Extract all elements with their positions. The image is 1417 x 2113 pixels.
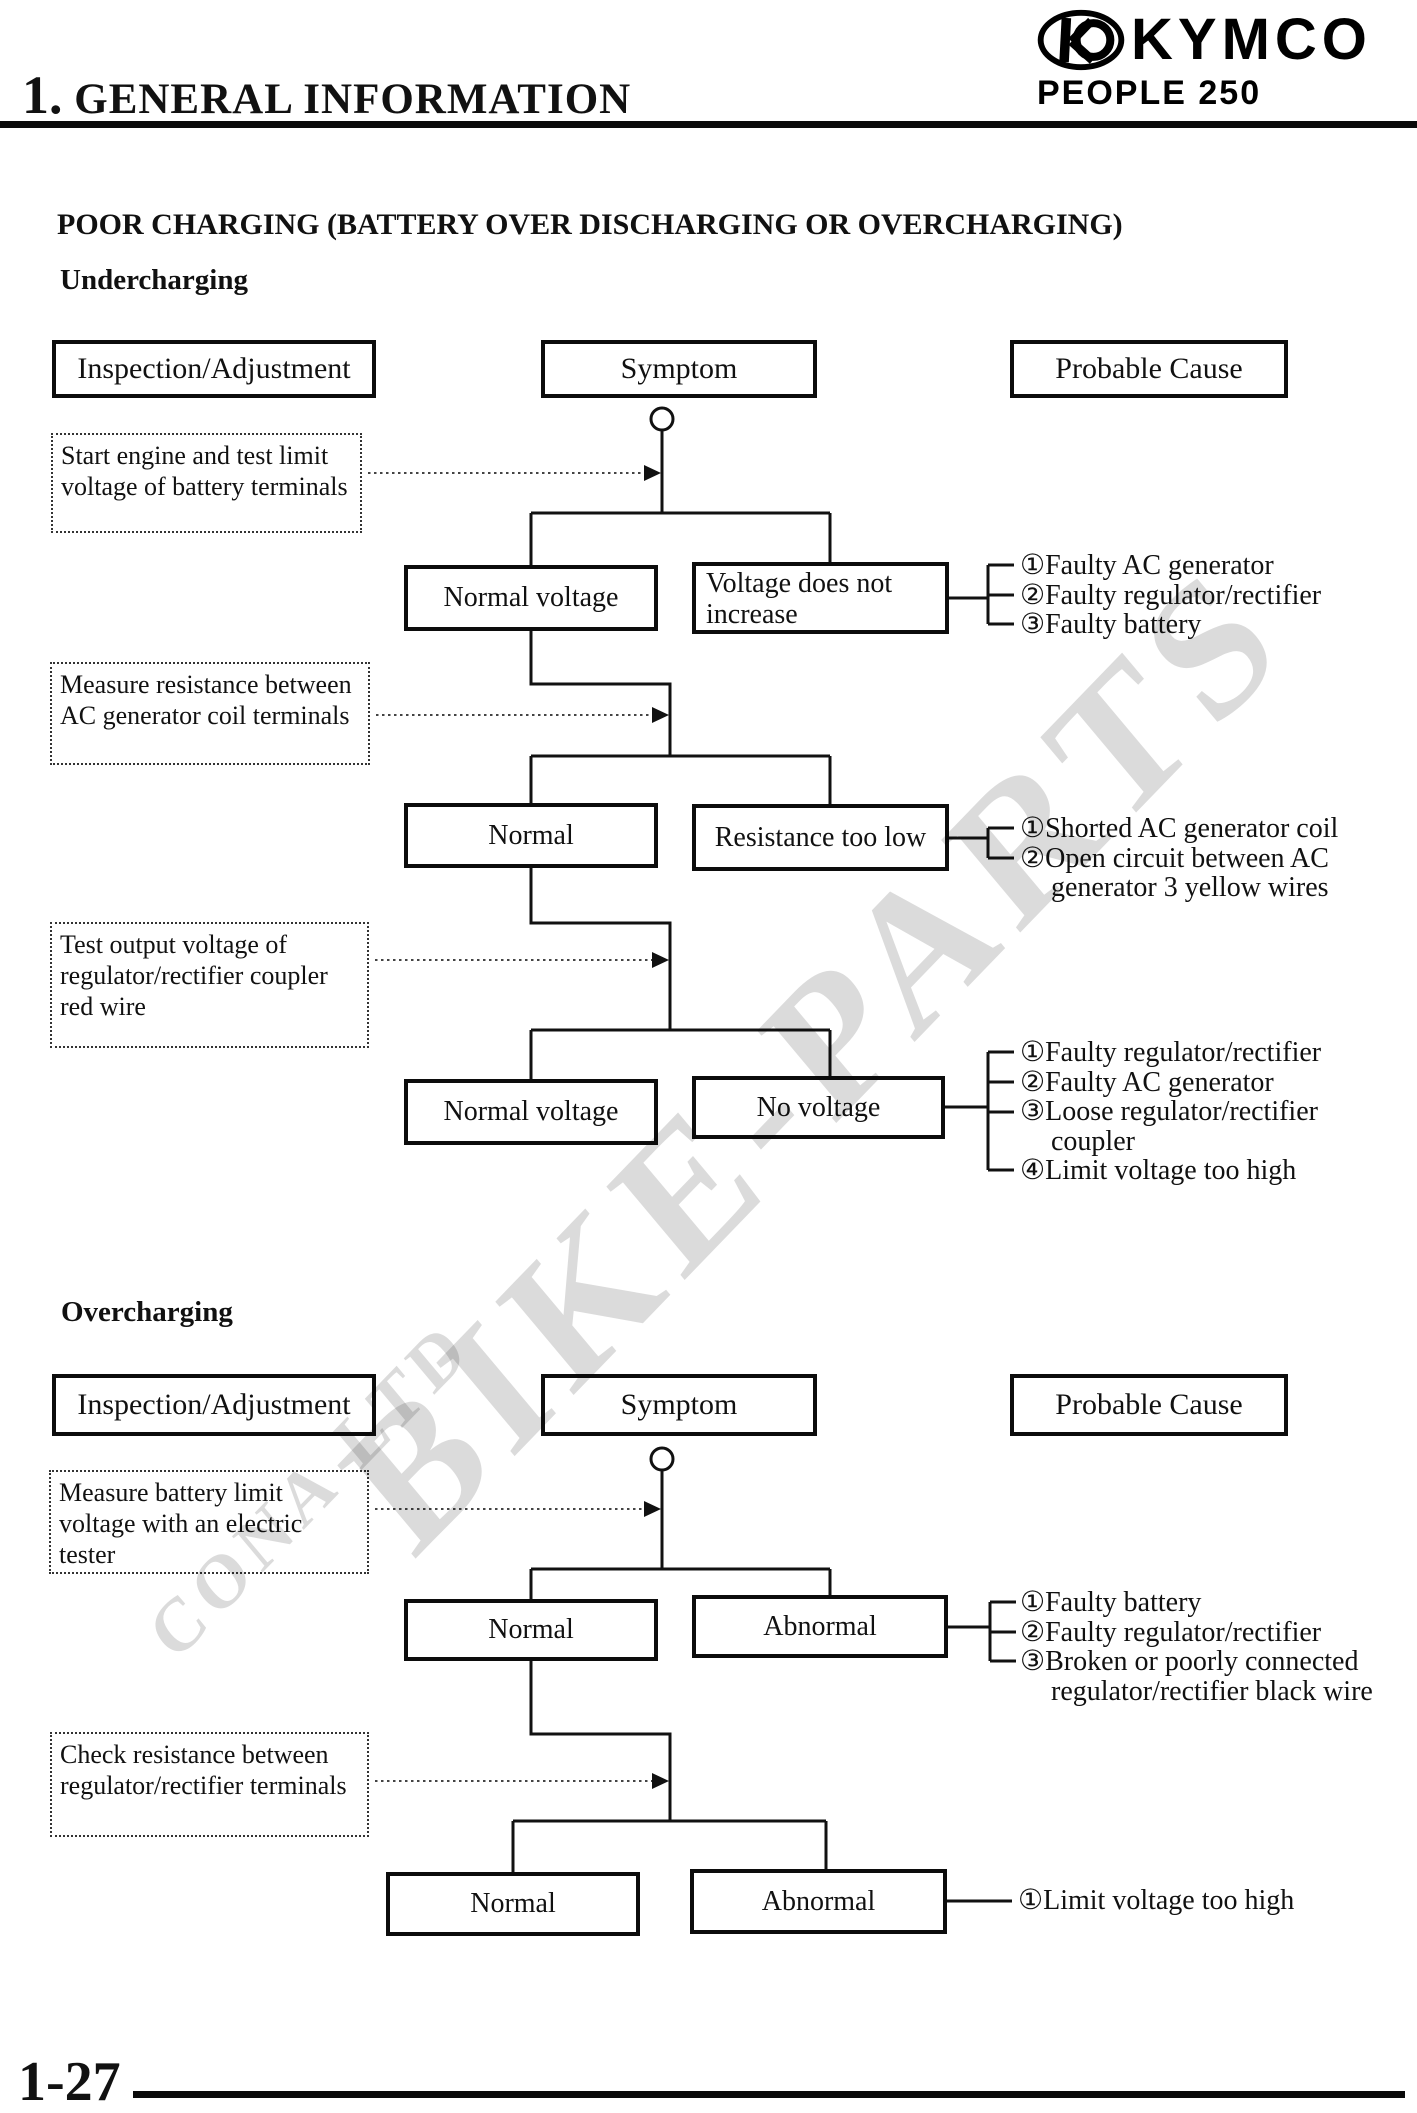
overcharging-connectors [375, 1446, 1016, 1903]
brand-header: KYMCO PEOPLE 250 [1037, 6, 1397, 112]
cause-item: ②Faulty AC generator [1020, 1066, 1274, 1098]
column-header-inspection: Inspection/Adjustment [52, 340, 376, 398]
kymco-logo-icon [1037, 9, 1125, 71]
brand-name: KYMCO [1131, 7, 1372, 72]
result-box-right: Abnormal [692, 1595, 948, 1658]
undercharging-connectors [368, 406, 1014, 1172]
inspection-box: Measure battery limit voltage with an el… [49, 1470, 369, 1574]
chapter-title: 1. GENERAL INFORMATION [22, 64, 631, 126]
column-header-symptom: Symptom [541, 1374, 817, 1436]
cause-item: ②Open circuit between AC generator 3 yel… [1020, 842, 1329, 903]
cause-item: ①Faulty AC generator [1020, 550, 1274, 581]
page-number: 1-27 [18, 2051, 121, 2113]
result-box-right: Resistance too low [692, 804, 949, 871]
cause-item: ①Shorted AC generator coil [1020, 813, 1339, 844]
inspection-box: Check resistance between regulator/recti… [50, 1732, 369, 1837]
cause-item: ③Faulty battery [1020, 609, 1202, 640]
result-box-left: Normal [404, 803, 658, 868]
column-header-symptom: Symptom [541, 340, 817, 398]
cause-item: ①Faulty battery [1020, 1587, 1202, 1618]
footer-rule [133, 2091, 1405, 2098]
result-box-left: Normal voltage [404, 1079, 658, 1145]
cause-list: ①Limit voltage too high [1018, 1886, 1417, 1916]
cause-item: ②Faulty regulator/rectifier [1020, 1616, 1322, 1648]
result-box-right: Voltage does not increase [692, 562, 949, 634]
cause-item: ②Faulty regulator/rectifier [1020, 579, 1322, 611]
start-node [649, 406, 675, 432]
overcharging-heading: Overcharging [61, 1296, 233, 1328]
inspection-box: Start engine and test limit voltage of b… [51, 433, 362, 533]
cause-item: ④Limit voltage too high [1020, 1155, 1297, 1186]
chapter-text: GENERAL INFORMATION [62, 76, 632, 123]
cause-list: ①Shorted AC generator coil ②Open circuit… [1020, 814, 1380, 903]
undercharging-heading: Undercharging [60, 264, 248, 296]
cause-item: ①Faulty regulator/rectifier [1020, 1037, 1322, 1068]
result-box-right: Abnormal [690, 1869, 947, 1934]
cause-list: ①Faulty regulator/rectifier ②Faulty AC g… [1020, 1038, 1380, 1186]
result-box-left: Normal [386, 1872, 640, 1936]
cause-list: ①Faulty AC generator ②Faulty regulator/r… [1020, 551, 1417, 640]
cause-item: ①Limit voltage too high [1018, 1885, 1295, 1916]
model-name: PEOPLE 250 [1037, 74, 1262, 112]
cause-list: ①Faulty battery ②Faulty regulator/rectif… [1020, 1588, 1390, 1706]
column-header-cause: Probable Cause [1010, 1374, 1288, 1436]
result-box-right: No voltage [692, 1076, 945, 1139]
inspection-box: Measure resistance between AC generator … [50, 662, 370, 765]
column-header-cause: Probable Cause [1010, 340, 1288, 398]
start-node [649, 1446, 675, 1472]
chapter-number: 1. [22, 65, 63, 125]
inspection-box: Test output voltage of regulator/rectifi… [50, 922, 369, 1048]
cause-item: ③Loose regulator/rectifier coupler [1020, 1096, 1318, 1157]
cause-item: ③Broken or poorly connected regulator/re… [1020, 1646, 1373, 1707]
result-box-left: Normal voltage [404, 565, 658, 631]
title-underline [0, 121, 1417, 128]
result-box-left: Normal [404, 1599, 658, 1661]
section-title: POOR CHARGING (BATTERY OVER DISCHARGING … [57, 208, 1123, 241]
column-header-inspection: Inspection/Adjustment [52, 1374, 376, 1436]
